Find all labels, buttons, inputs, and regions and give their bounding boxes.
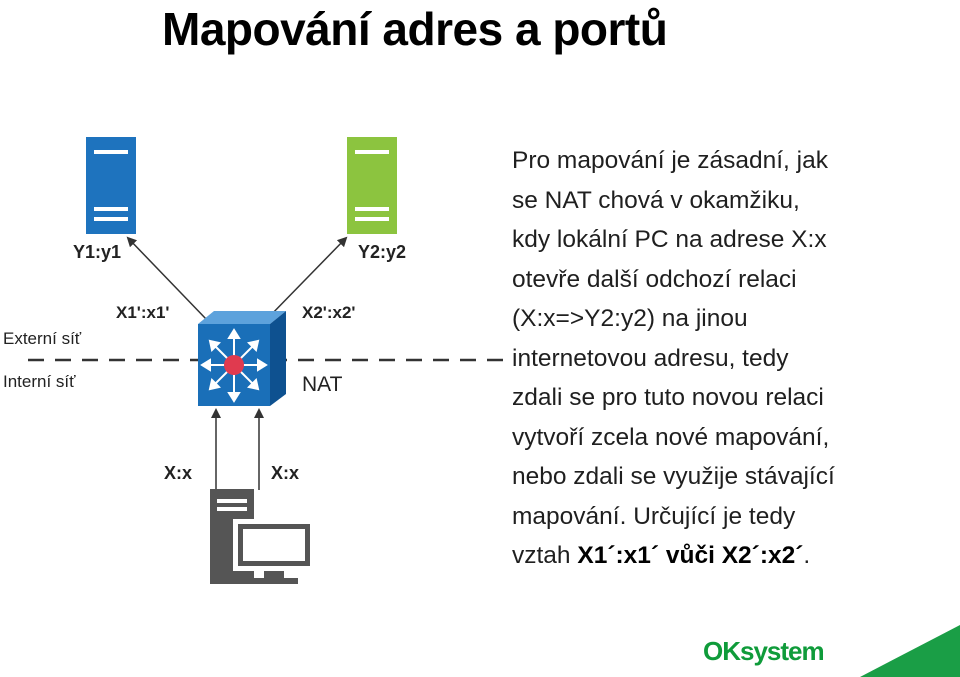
client-pc-icon bbox=[210, 489, 315, 584]
last-line-bold: X1´:x1´ vůči X2´:x2´ bbox=[577, 542, 804, 569]
oksystem-logo: OKsystem bbox=[703, 636, 825, 666]
description-line: zdali se pro tuto novou relaci bbox=[512, 384, 824, 411]
description-line: se NAT chová v okamžiku, bbox=[512, 186, 800, 214]
client-left-label: X:x bbox=[164, 463, 192, 483]
mapping-right-label: X2':x2' bbox=[302, 303, 355, 322]
last-line-suffix: . bbox=[803, 542, 811, 569]
description-text: Pro mapování je zásadní, jak se NAT chov… bbox=[512, 141, 942, 576]
description-line: internetovou adresu, tedy bbox=[512, 344, 789, 372]
server-left-label: Y1:y1 bbox=[73, 242, 121, 262]
last-line-prefix: vztah bbox=[512, 542, 578, 569]
server-left-icon bbox=[86, 137, 136, 234]
external-network-label: Externí síť bbox=[3, 329, 82, 348]
client-right-label: X:x bbox=[271, 463, 299, 483]
description-line: nebo zdali se využije stávající bbox=[512, 463, 835, 490]
mapping-left-label: X1':x1' bbox=[116, 303, 169, 322]
internal-network-label: Interní síť bbox=[3, 372, 76, 391]
corner-accent bbox=[860, 625, 960, 677]
page-title: Mapování adres a portů bbox=[162, 3, 668, 55]
nat-label: NAT bbox=[302, 373, 343, 396]
description-line: (X:x=>Y2:y2) na jinou bbox=[512, 305, 748, 332]
arrow-to-server-right bbox=[265, 236, 348, 321]
nat-switch-icon bbox=[198, 311, 286, 406]
description-line: kdy lokální PC na adrese X:x bbox=[512, 226, 827, 253]
server-right-icon bbox=[347, 137, 397, 234]
description-line: otevře další odchozí relaci bbox=[512, 265, 797, 293]
description-line: vytvoří zcela nové mapování, bbox=[512, 423, 830, 451]
description-line: mapování. Určující je tedy bbox=[512, 502, 796, 530]
description-line: Pro mapování je zásadní, jak bbox=[512, 147, 828, 174]
arrow-to-server-left bbox=[126, 236, 208, 321]
server-right-label: Y2:y2 bbox=[358, 242, 406, 262]
description-last-line: vztah X1´:x1´ vůči X2´:x2´. bbox=[512, 536, 942, 576]
